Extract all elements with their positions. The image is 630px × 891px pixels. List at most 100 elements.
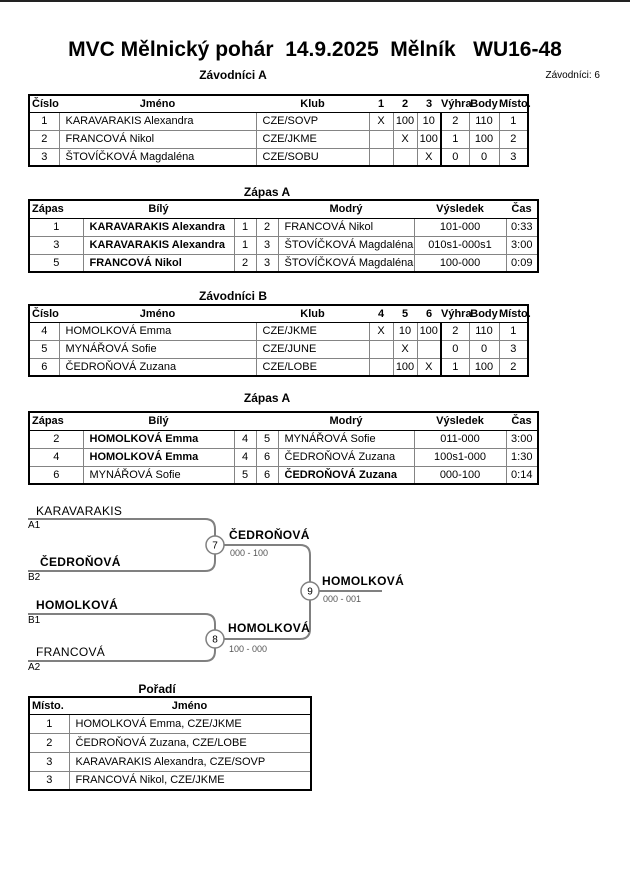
- table-row: 1 KARAVARAKIS Alexandra 1 2 FRANCOVÁ Nik…: [28, 217, 539, 237]
- cell-bily: HOMOLKOVÁ Emma: [82, 429, 235, 449]
- cell-vysledek: 011-000: [413, 429, 507, 449]
- cell-cas: 0:33: [505, 217, 539, 237]
- cell-score: 100: [392, 357, 418, 377]
- bracket-match-8-winner: HOMOLKOVÁ: [228, 621, 311, 635]
- bracket-match-7-winner: ČEDROŇOVÁ: [229, 528, 310, 542]
- cell-n2: 3: [255, 235, 279, 255]
- table-row: 6 MYNÁŘOVÁ Sofie 5 6 ČEDROŇOVÁ Zuzana 00…: [28, 465, 539, 485]
- cell-jmeno: KARAVARAKIS Alexandra: [58, 111, 257, 131]
- cell-misto: 2: [28, 732, 70, 753]
- cell-misto: 1: [498, 321, 529, 341]
- cell-cas: 3:00: [505, 429, 539, 449]
- col-header-jmeno: Jméno: [59, 304, 256, 323]
- col-header-vysledek: Výsledek: [414, 199, 506, 219]
- cell-cas: 1:30: [505, 447, 539, 467]
- cell-zapas: 4: [28, 447, 84, 467]
- col-header-klub: Klub: [256, 304, 369, 323]
- cell-cislo: 4: [28, 321, 60, 341]
- cell-klub: CZE/JUNE: [255, 339, 370, 359]
- table-row: 4 HOMOLKOVÁ Emma 4 6 ČEDROŇOVÁ Zuzana 10…: [28, 447, 539, 467]
- section-title-zapas-a2: Zápas A: [243, 391, 291, 405]
- cell-score: X: [368, 111, 394, 131]
- cell-vysledek: 010s1-000s1: [413, 235, 507, 255]
- cell-cislo: 1: [28, 111, 60, 131]
- cell-jmeno: FRANCOVÁ Nikol: [58, 129, 257, 149]
- cell-cas: 3:00: [505, 235, 539, 255]
- cell-jmeno: KARAVARAKIS Alexandra, CZE/SOVP: [68, 751, 312, 772]
- match-8-circle: [205, 629, 225, 649]
- col-header-misto: Místo.: [29, 696, 69, 715]
- elimination-bracket: 7 9 8: [28, 518, 382, 662]
- cell-misto: 1: [498, 111, 529, 131]
- col-header-n1: [234, 199, 256, 219]
- col-header-cislo: Číslo: [29, 94, 59, 113]
- cell-body: 0: [468, 339, 500, 359]
- cell-n1: 1: [233, 235, 257, 255]
- cell-jmeno: FRANCOVÁ Nikol, CZE/JKME: [68, 770, 312, 791]
- col-header-body: Body: [469, 94, 499, 113]
- bracket-entry-francova: FRANCOVÁ: [36, 645, 106, 659]
- cell-klub: CZE/JKME: [255, 129, 370, 149]
- col-header-zapas: Zápas: [29, 199, 83, 219]
- cell-n2: 6: [255, 465, 279, 485]
- cell-zapas: 1: [28, 217, 84, 237]
- cell-modry: ČEDROŇOVÁ Zuzana: [277, 465, 415, 485]
- cell-modry: ŠTOVÍČKOVÁ Magdaléna: [277, 253, 415, 273]
- section-title-zapas-a1: Zápas A: [243, 185, 291, 199]
- cell-zapas: 2: [28, 429, 84, 449]
- cell-body: 0: [468, 147, 500, 167]
- table-row: 2 FRANCOVÁ Nikol CZE/JKME X 100 1 100 2: [28, 129, 529, 149]
- col-header-misto: Místo.: [499, 94, 531, 113]
- table-row: 2 HOMOLKOVÁ Emma 4 5 MYNÁŘOVÁ Sofie 011-…: [28, 429, 539, 449]
- col-header-body: Body: [469, 304, 499, 323]
- cell-modry: FRANCOVÁ Nikol: [277, 217, 415, 237]
- cell-score: 100: [416, 321, 442, 341]
- col-header-n1: [234, 411, 256, 431]
- cell-vyhra: 2: [440, 321, 470, 341]
- bracket-entry-cedronova: ČEDROŇOVÁ: [40, 555, 121, 569]
- col-header-zapas: Zápas: [29, 411, 83, 431]
- col-header-1: 1: [369, 94, 393, 113]
- cell-cislo: 6: [28, 357, 60, 377]
- cell-score: [368, 129, 394, 149]
- cell-klub: CZE/SOBU: [255, 147, 370, 167]
- table-header-row: Číslo Jméno Klub 1 2 3 Výhra Body Místo.: [29, 94, 531, 113]
- col-header-modry: Modrý: [278, 199, 414, 219]
- bracket-line-b2: [28, 554, 216, 572]
- cell-score: [392, 147, 418, 167]
- col-header-n2: [256, 199, 278, 219]
- cell-score: 10: [392, 321, 418, 341]
- cell-vysledek: 000-100: [413, 465, 507, 485]
- col-header-misto: Místo.: [499, 304, 531, 323]
- cell-jmeno: ŠTOVÍČKOVÁ Magdaléna: [58, 147, 257, 167]
- col-header-klub: Klub: [256, 94, 369, 113]
- cell-score: X: [392, 129, 418, 149]
- cell-bily: HOMOLKOVÁ Emma: [82, 447, 235, 467]
- col-header-bily: Bílý: [83, 199, 234, 219]
- table-row: 6 ČEDROŇOVÁ Zuzana CZE/LOBE 100 X 1 100 …: [28, 357, 529, 377]
- col-header-vyhra: Výhra: [441, 304, 472, 323]
- cell-zapas: 6: [28, 465, 84, 485]
- cell-n2: 5: [255, 429, 279, 449]
- bracket-line-b1: [28, 613, 216, 630]
- zapas-a1-table: Zápas Bílý Modrý Výsledek Čas 1 KARAVARA…: [28, 199, 539, 273]
- bracket-entry-homolkova: HOMOLKOVÁ: [36, 598, 119, 612]
- col-header-vyhra: Výhra: [441, 94, 472, 113]
- table-row: 3 ŠTOVÍČKOVÁ Magdaléna CZE/SOBU X 0 0 3: [28, 147, 529, 167]
- col-header-vysledek: Výsledek: [414, 411, 506, 431]
- cell-cislo: 2: [28, 129, 60, 149]
- cell-klub: CZE/SOVP: [255, 111, 370, 131]
- cell-n1: 5: [233, 465, 257, 485]
- cell-body: 100: [468, 129, 500, 149]
- cell-score: X: [392, 339, 418, 359]
- match-8-number: 8: [212, 635, 218, 646]
- table-row: 5 FRANCOVÁ Nikol 2 3 ŠTOVÍČKOVÁ Magdalén…: [28, 253, 539, 273]
- cell-score: [416, 339, 442, 359]
- table-header-row: Zápas Bílý Modrý Výsledek Čas: [29, 199, 538, 219]
- bracket-match-9-winner: HOMOLKOVÁ: [322, 574, 405, 588]
- table-row: 1 HOMOLKOVÁ Emma, CZE/JKME: [28, 713, 312, 734]
- col-header-jmeno: Jméno: [69, 696, 311, 715]
- cell-vyhra: 0: [440, 339, 470, 359]
- table-header-row: Číslo Jméno Klub 4 5 6 Výhra Body Místo.: [29, 304, 531, 323]
